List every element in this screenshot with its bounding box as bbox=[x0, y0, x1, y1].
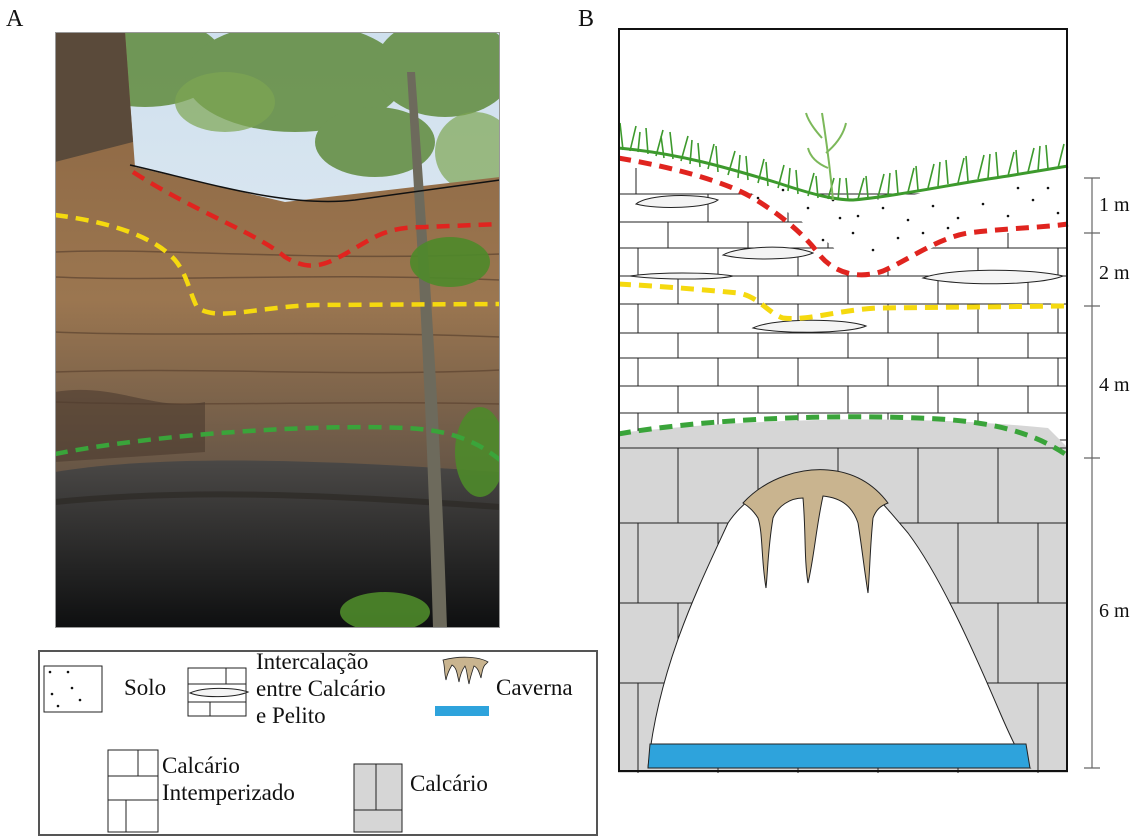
legend-calcario-intemperizado-swatch bbox=[107, 749, 159, 833]
diagram-weathered-contact bbox=[618, 281, 1069, 322]
legend-intercalacao-swatch bbox=[187, 667, 250, 717]
geological-profile bbox=[618, 28, 1118, 773]
surface-line bbox=[129, 164, 500, 203]
legend-calcario-swatch bbox=[353, 763, 403, 833]
legend-caverna-swatch bbox=[435, 656, 489, 716]
legend-intercalacao-label-3: e Pelito bbox=[256, 703, 326, 728]
scale-6m: 6 m bbox=[1099, 600, 1130, 622]
photo-limestone-contact bbox=[55, 424, 500, 462]
panel-label-b: B bbox=[578, 6, 595, 32]
cave-water bbox=[647, 743, 1031, 769]
scale-4m: 4 m bbox=[1099, 374, 1130, 396]
legend-solo-label: Solo bbox=[124, 675, 167, 700]
legend-caverna-label: Caverna bbox=[496, 675, 573, 700]
diagram-limestone-contact bbox=[618, 414, 1070, 459]
scale-1m: 1 m bbox=[1099, 194, 1130, 216]
legend-calcario-label: Calcário bbox=[410, 771, 488, 796]
panel-label-a: A bbox=[6, 6, 24, 32]
scale-2m: 2 m bbox=[1099, 262, 1130, 284]
legend: Solo Intercalação entre Calcário e Pelit… bbox=[38, 649, 598, 836]
legend-intercalacao-label-2: entre Calcário bbox=[256, 676, 386, 701]
legend-intercalacao-label-1: Intercalação bbox=[256, 649, 369, 674]
diagram-soil-contact bbox=[618, 155, 1069, 278]
field-photograph bbox=[55, 32, 500, 628]
legend-calcario-intemperizado-label-1: Calcário bbox=[162, 753, 240, 778]
legend-frame bbox=[38, 650, 598, 836]
photo-soil-contact bbox=[131, 170, 500, 268]
photo-weathered-contact bbox=[55, 212, 500, 316]
legend-calcario-intemperizado-label-2: Intemperizado bbox=[162, 780, 295, 805]
legend-solo-swatch bbox=[43, 665, 103, 713]
